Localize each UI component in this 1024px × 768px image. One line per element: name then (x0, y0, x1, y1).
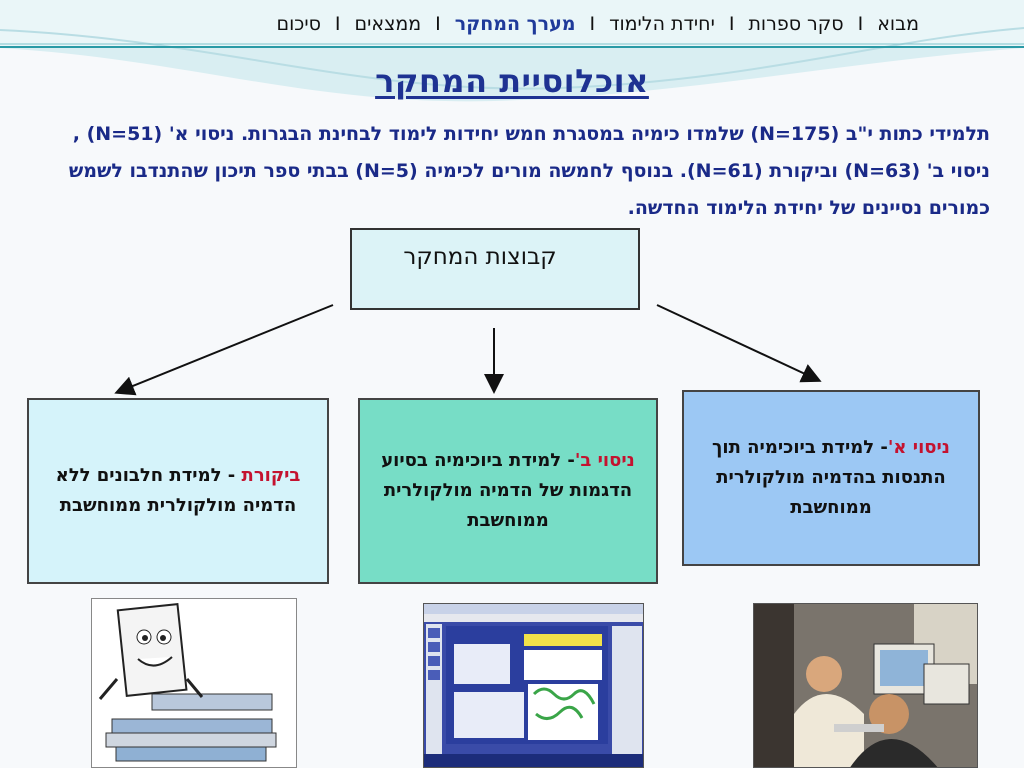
intro-paragraph: תלמידי כתות י"ב (N=175) שלמדו כימיה במסג… (68, 123, 990, 219)
experiment-b-description: - למידת ביוכימיה בסיוע הדגמות של הדמיה מ… (381, 450, 633, 531)
arrow-to-control (114, 304, 334, 396)
books-illustration (91, 598, 297, 768)
nav-item-4[interactable]: ממצאים (354, 13, 422, 35)
nav-item-5[interactable]: סיכום (276, 13, 321, 35)
header-wave-decoration (0, 0, 1024, 102)
software-screenshot-image (423, 603, 644, 768)
nav-item-2[interactable]: יחידת הלימוד (609, 13, 715, 35)
nav-separator: I (435, 13, 441, 35)
experiment-b-card: ניסוי ב'- למידת ביוכימיה בסיוע הדגמות של… (358, 398, 658, 584)
arrow-to-experiment-a (656, 304, 822, 383)
experiment-a-card: ניסוי א'- למידת ביוכימיה תוך התנסות בהדמ… (682, 390, 980, 566)
nav-item-0[interactable]: מבוא (877, 13, 919, 35)
control-label: ביקורת (241, 465, 301, 486)
research-groups-box: קבוצות המחקר (350, 228, 640, 310)
experiment-a-description: - למידת ביוכימיה תוך התנסות בהדמיה מולקו… (712, 437, 946, 518)
experiment-b-label: ניסוי ב' (574, 450, 635, 471)
nav-separator: I (857, 13, 864, 35)
experiment-a-label: ניסוי א' (887, 437, 950, 458)
nav-item-3[interactable]: מערך המחקר (454, 13, 576, 35)
nav-separator: I (334, 13, 341, 35)
control-card: ביקורת - למידת חלבונים ללא הדמיה מולקולר… (27, 398, 329, 584)
nav-item-1[interactable]: סקר ספרות (748, 13, 844, 35)
students-lab-photo (753, 603, 978, 768)
control-description: - למידת חלבונים ללא הדמיה מולקולרית ממוח… (55, 465, 297, 516)
page-title: אוכלוסיית המחקר (375, 62, 649, 100)
nav-separator: I (728, 13, 735, 35)
nav-separator: I (589, 13, 596, 35)
